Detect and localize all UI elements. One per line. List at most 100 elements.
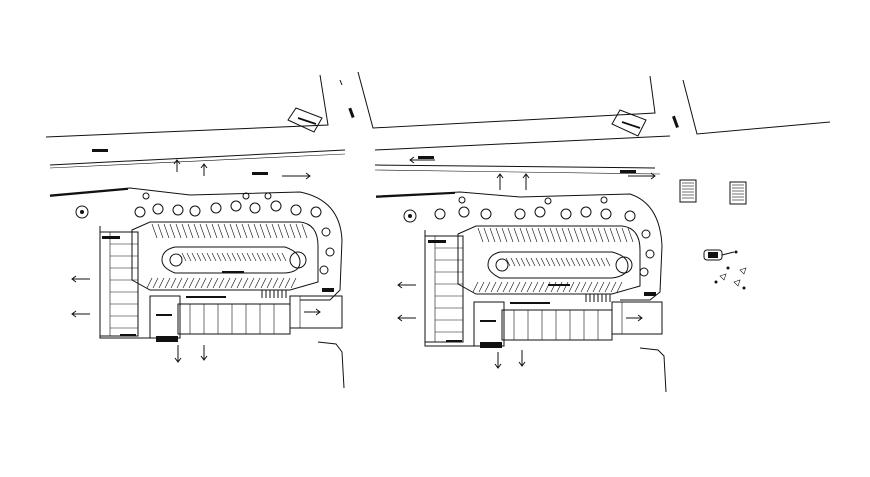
- site-boundary: [375, 191, 663, 301]
- tree-icon: [544, 197, 552, 205]
- road-edge-upper-right: [682, 79, 831, 135]
- west-wing-rooms: [110, 243, 138, 329]
- road-edge-lower-right: [374, 135, 671, 151]
- parking-stall-line: [544, 281, 551, 293]
- parking-stall-line: [568, 281, 575, 293]
- island-planter-icon: [615, 256, 633, 274]
- road-label-mark: [252, 172, 268, 175]
- entrance-stair: [156, 336, 178, 342]
- south-wing-rooms: [189, 304, 275, 334]
- road-tick: [339, 79, 343, 86]
- island-label-mark: [548, 284, 570, 286]
- parking-stall-line: [590, 257, 596, 267]
- parking-stall-line: [550, 257, 556, 267]
- parking-stall-line: [615, 227, 622, 243]
- parking-stall-line: [229, 223, 236, 239]
- parking-stall-line: [181, 252, 187, 262]
- median-mark: [297, 117, 317, 125]
- parking-stall-line: [483, 227, 490, 243]
- parking-stall-line: [260, 277, 267, 289]
- parking-island: [487, 251, 629, 279]
- west-wing-block: [424, 235, 464, 343]
- parking-stall-line: [560, 257, 566, 267]
- parking-stall-line: [206, 252, 212, 262]
- crosswalk-stripes: [585, 294, 611, 302]
- parking-stall-line: [200, 277, 207, 289]
- parking-stall-line: [221, 252, 227, 262]
- parking-stall-line: [231, 252, 237, 262]
- parking-stall-line: [283, 223, 290, 239]
- parking-stall-line: [586, 281, 593, 293]
- detail-mark: [714, 280, 718, 284]
- parking-stall-line: [289, 223, 296, 239]
- parking-stall-line: [301, 223, 308, 239]
- tree-row: [403, 196, 655, 277]
- road-sidewalk-line: [374, 164, 656, 169]
- parking-stall-line: [187, 223, 194, 239]
- parking-stall-line: [175, 223, 182, 239]
- parking-stall-line: [530, 257, 536, 267]
- tree-icon: [560, 208, 572, 220]
- site-boundary: [49, 187, 343, 301]
- parking-stall-line: [266, 252, 272, 262]
- building-south-wing: [120, 295, 291, 342]
- parking-stall-line: [567, 227, 574, 243]
- tree-icon: [80, 210, 84, 214]
- legend-sheet: [679, 179, 697, 203]
- tree-icon: [641, 229, 651, 239]
- tree-icon: [264, 192, 272, 200]
- detail-mark: [733, 279, 741, 287]
- road-sidewalk-left: [49, 153, 346, 169]
- tree-icon: [645, 249, 655, 259]
- curb-line: [639, 347, 667, 393]
- parking-stall-line: [253, 223, 260, 239]
- tree-icon: [580, 206, 592, 218]
- parking-stall-line: [196, 252, 202, 262]
- tree-icon: [408, 214, 412, 218]
- building-west-wing: [99, 231, 139, 337]
- parking-stall-line: [616, 281, 623, 293]
- building-outline: [99, 226, 160, 339]
- tree-icon: [321, 227, 331, 237]
- detail-mark: [719, 273, 727, 281]
- building-outline: [424, 230, 480, 347]
- parking-stall-line: [579, 227, 586, 243]
- parking-stall-line: [158, 277, 165, 289]
- parking-stall-line: [251, 252, 257, 262]
- tree-icon: [434, 208, 446, 220]
- parking-stall-line: [525, 257, 531, 267]
- parking-stall-line: [272, 277, 279, 289]
- island-planter-icon: [495, 258, 509, 272]
- parking-stall-line: [235, 223, 242, 239]
- tree-icon: [458, 196, 466, 204]
- access-arrow: [173, 159, 181, 172]
- island-planter-icon: [169, 253, 183, 267]
- parking-stall-line: [591, 227, 598, 243]
- parking-stall-line: [259, 223, 266, 239]
- parking-stalls-bottom: [146, 277, 297, 289]
- exit-arrow: [174, 345, 182, 363]
- parking-stall-line: [580, 257, 586, 267]
- parking-stall-line: [157, 223, 164, 239]
- vehicle-detail-icon: [703, 249, 738, 261]
- parking-stall-line: [276, 252, 282, 262]
- parking-stall-line: [545, 257, 551, 267]
- tree-icon: [403, 209, 417, 223]
- service-block: [289, 295, 343, 329]
- access-arrow: [200, 163, 208, 176]
- service-arrow: [304, 308, 321, 316]
- detail-mark: [739, 267, 747, 275]
- parking-stall-line: [537, 227, 544, 243]
- parking-stall-line: [484, 281, 491, 293]
- parking-stall-line: [193, 223, 200, 239]
- legend-sheet-lines: [682, 182, 694, 199]
- parking-stall-line: [532, 281, 539, 293]
- parking-stall-line: [194, 277, 201, 289]
- exit-arrow: [200, 345, 208, 361]
- parking-stall-line: [205, 223, 212, 239]
- office-label-mark: [480, 320, 496, 322]
- wing-label-mark: [428, 240, 446, 243]
- tree-icon: [242, 192, 250, 200]
- parking-stall-line: [191, 252, 197, 262]
